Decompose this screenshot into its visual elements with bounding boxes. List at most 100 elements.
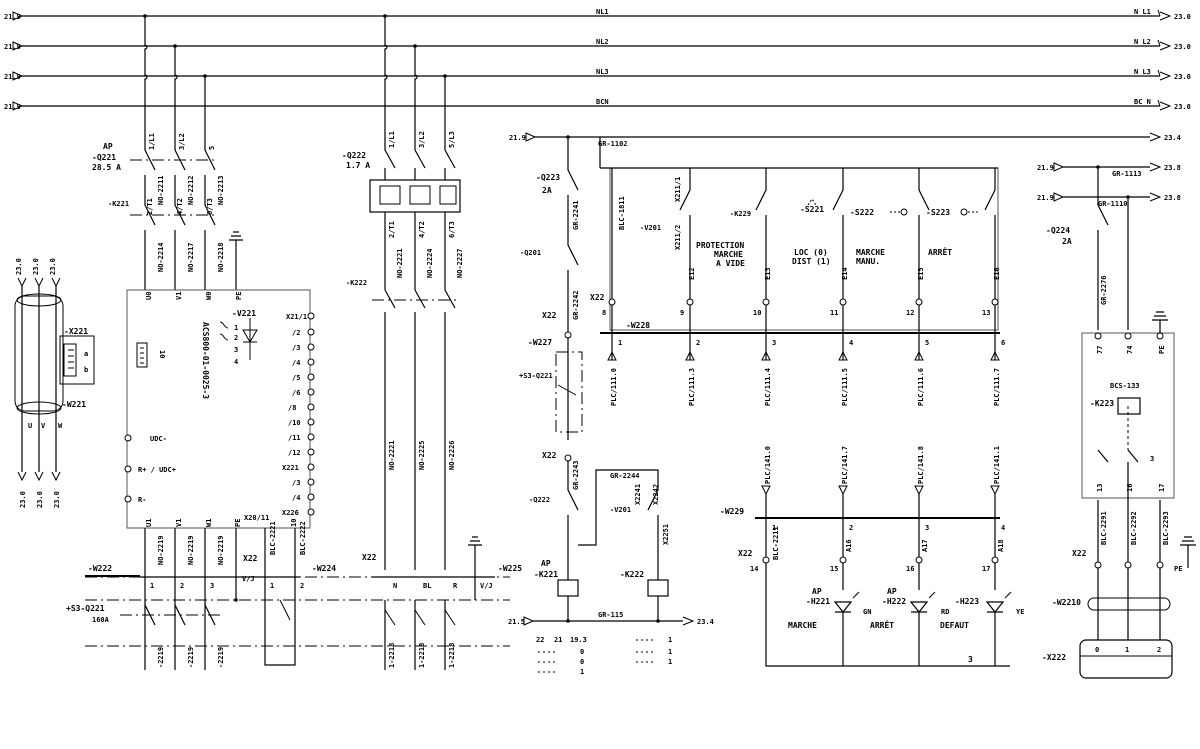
lamp-plc-3: PLC/141.8 <box>917 446 925 484</box>
drive-pin-4: 4 <box>234 358 238 366</box>
sw-x1: X211/1 <box>674 177 682 202</box>
ctrl-w227: -W227 <box>528 338 552 347</box>
rb-bt-1: 13 <box>1096 484 1104 492</box>
lamp-l1: MARCHE <box>788 621 817 630</box>
bl-wire-2: NO-2219 <box>187 535 195 565</box>
lamp-plc-1: PLC/141.0 <box>764 446 772 484</box>
lamp-bank: PLC/141.0 PLC/141.7 PLC/141.8 PLC/141.1 … <box>720 446 1024 667</box>
rb-blc-1: BLC-2291 <box>1100 511 1108 545</box>
q221-line2: -Q221 <box>92 153 116 162</box>
ctrl-q201: -Q201 <box>520 249 541 257</box>
lamp-plc-2: PLC/141.7 <box>841 446 849 484</box>
sw-plc-5: PLC/111.6 <box>917 368 925 406</box>
ctrl-amps: 2A <box>542 186 552 195</box>
rb-bt-2: 16 <box>1126 484 1134 492</box>
sw-e12: E12 <box>688 267 696 280</box>
sw-prot-1: PROTECTION <box>696 241 744 250</box>
bl-num-2: 2 <box>180 582 184 590</box>
q221-tt-2: 3/L2 <box>178 133 186 150</box>
ctrl-x22a: X22 <box>542 311 557 320</box>
x21-pin-3: /4 <box>292 359 300 367</box>
sw-loc-2: DIST (1) <box>792 257 831 266</box>
lamp-a16: A16 <box>845 539 853 552</box>
q221-wa-2: NO-2212 <box>187 175 195 205</box>
q222-tb-3: 6/T3 <box>448 221 456 238</box>
drive-r-minus: R- <box>138 496 146 504</box>
lamp-tn-4: 17 <box>982 565 990 573</box>
sw-tn-1: 8 <box>602 309 606 317</box>
ctrl-gr2244: GR-2244 <box>610 472 640 480</box>
sw-tn-5: 12 <box>906 309 914 317</box>
q221-line1: AP <box>103 142 113 151</box>
ctrl-q222b: -Q222 <box>529 496 550 504</box>
w221-label: -W221 <box>62 400 86 409</box>
bus-rname-3: N L3 <box>1134 68 1151 76</box>
x21-pin-11: /3 <box>292 479 300 487</box>
sw-e13: E13 <box>764 267 772 280</box>
bus-ref-right-2: 23.0 <box>1174 43 1191 51</box>
ctrl-tbl-r3: 1 <box>668 658 672 666</box>
bus-group: 21.9 21.9 21.9 21.9 23.0 23.0 23.0 23.0 … <box>4 8 1191 120</box>
sw-n-2: 2 <box>696 339 700 347</box>
ctrl-tbl-v3: 1 <box>580 668 584 676</box>
drive-pin-2: 2 <box>234 334 238 342</box>
bus-ref-left-4: 21.9 <box>4 103 21 111</box>
sw-term-circles <box>608 298 999 306</box>
ctrl-ref215: 21.5 <box>508 618 525 626</box>
w224-label: -W224 <box>312 564 336 573</box>
switch-bank: BLC-1811 -V201 X211/1 X211/2 -K229 PROTE… <box>590 137 1005 406</box>
sw-w228: -W228 <box>626 321 650 330</box>
bottom-left-output: NO-2219 NO-2219 NO-2219 BLC-2221 BLC-222… <box>66 521 510 670</box>
lamp-h223: -H223 <box>955 597 979 606</box>
drive-pin-1: 1 <box>234 324 238 332</box>
q222-mid-2: NO-2225 <box>418 440 426 470</box>
x21-pin-13: X226 <box>282 509 299 517</box>
lamp-sheet: 3 <box>968 655 973 664</box>
q222-label: -Q222 <box>342 151 366 160</box>
lamp-n-4: 4 <box>1001 524 1005 532</box>
bl-blc-1: BLC-2221 <box>269 521 277 555</box>
motor-b: b <box>84 366 88 374</box>
sw-e15: E15 <box>917 267 925 280</box>
sw-n-1: 1 <box>618 339 622 347</box>
lamp-ap-2: AP <box>887 587 897 596</box>
bl-out-1: -2219 <box>157 647 165 668</box>
q222-x22: X22 <box>362 553 377 562</box>
ctrl-q223: -Q223 <box>536 173 560 182</box>
drive-tt-3: W0 <box>205 292 213 300</box>
cable-ref-top-2: 23.0 <box>32 258 40 275</box>
rb-x22: X22 <box>1072 549 1087 558</box>
q222-wa-2: NO-2224 <box>426 248 434 278</box>
lamp-ye: YE <box>1016 608 1024 616</box>
motor-u: U <box>28 422 32 430</box>
rb-amps: 2A <box>1062 237 1072 246</box>
x21-pin-circles <box>307 312 315 516</box>
sw-plc-2: PLC/111.3 <box>688 368 696 406</box>
sw-blc: BLC-1811 <box>618 196 626 230</box>
q222-wa-1: NO-2221 <box>396 248 404 278</box>
ctrl-tbl-r2: 1 <box>668 648 672 656</box>
lamp-rd: RD <box>941 608 949 616</box>
rb-ref-out-1: 23.8 <box>1164 164 1181 172</box>
q221-wb-1: NO-2214 <box>157 242 165 272</box>
ctrl-ap1: AP <box>541 559 551 568</box>
lamp-plc-4: PLC/141.1 <box>993 446 1001 484</box>
q222-tb-1: 2/T1 <box>388 221 396 238</box>
q222-mid-1: NO-2221 <box>388 440 396 470</box>
x21-pin-4: /5 <box>292 374 300 382</box>
lamp-tn-2: 15 <box>830 565 838 573</box>
rb-pe: PE <box>1174 565 1182 573</box>
ctrl-tbl-r1: 1 <box>668 636 672 644</box>
x21-pin-5: /6 <box>292 389 300 397</box>
bl-num-1: 1 <box>150 582 154 590</box>
bus-ref-right-4: 23.0 <box>1174 103 1191 111</box>
cable-ref-bot-1: 23.0 <box>19 491 27 508</box>
q222-vj: V/J <box>480 582 493 590</box>
bl-vj: V/J <box>242 575 255 583</box>
bl-wire-1: NO-2219 <box>157 535 165 565</box>
cable-ref-bot-3: 23.0 <box>53 491 61 508</box>
ctrl-x2241: X2241 <box>634 484 642 505</box>
ctrl-gr2241: GR-2241 <box>572 200 580 230</box>
drive-tt-1: U0 <box>145 292 153 300</box>
